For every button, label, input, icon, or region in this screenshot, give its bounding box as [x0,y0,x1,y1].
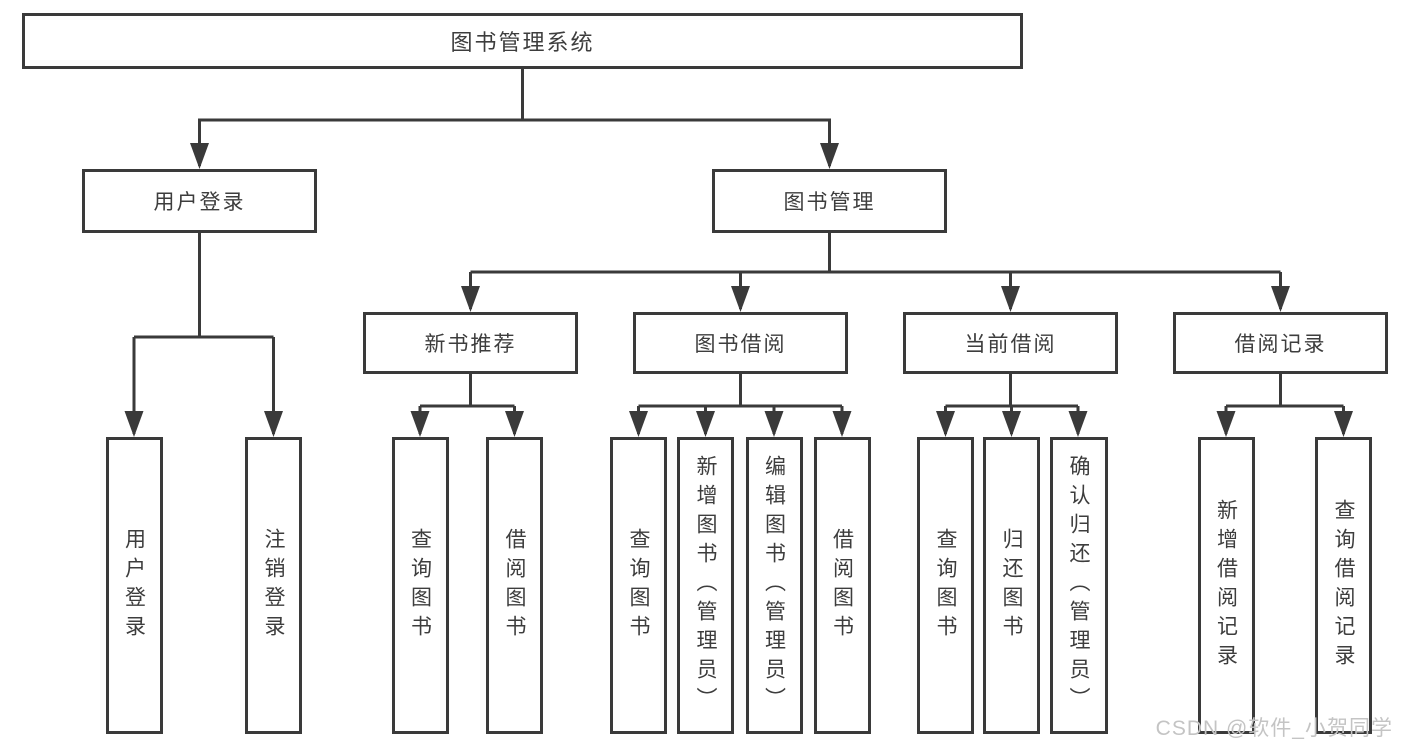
node-label: 查询图书 [408,527,432,644]
node-label: 用户登录 [153,191,246,214]
node-label: 确认归还（管理员） [1067,455,1090,716]
node-label: 图书管理 [783,191,876,214]
leaf-recommend-borrow-books: 借阅图书 [486,437,543,734]
node-label: 查询借阅记录 [1332,498,1355,673]
node-book-borrow: 图书借阅 [633,312,848,374]
node-library-management-system: 图书管理系统 [22,13,1023,69]
node-label: 图书借阅 [694,333,787,356]
leaf-query-borrow-record: 查询借阅记录 [1315,437,1372,734]
node-user-login: 用户登录 [82,169,317,233]
leaf-borrow-books: 借阅图书 [813,437,871,734]
leaf-current-query-books: 查询图书 [917,437,974,734]
node-label: 编辑图书（管理员） [762,455,786,716]
node-label: 查询图书 [627,527,650,644]
leaf-return-books: 归还图书 [983,437,1040,734]
node-label: 查询图书 [934,527,957,644]
node-label: 注销登录 [262,527,285,644]
node-label: 新增借阅记录 [1214,498,1238,673]
node-label: 图书管理系统 [450,30,595,55]
leaf-add-books-admin: 新增图书（管理员） [677,437,734,734]
leaf-user-login: 用户登录 [105,437,163,734]
leaf-borrow-query-books: 查询图书 [610,437,667,734]
leaf-logout: 注销登录 [245,437,302,734]
node-label: 新书推荐 [424,333,517,356]
node-new-book-recommend: 新书推荐 [363,312,578,374]
leaf-add-borrow-record: 新增借阅记录 [1197,437,1255,734]
node-label: 借阅图书 [830,527,854,644]
node-label: 当前借阅 [964,333,1057,356]
csdn-watermark: CSDN @软件_小贺同学 [1155,717,1393,740]
leaf-edit-books-admin: 编辑图书（管理员） [745,437,803,734]
node-current-borrow: 当前借阅 [903,312,1118,374]
node-label: 新增图书（管理员） [694,455,717,716]
leaf-recommend-query-books: 查询图书 [391,437,449,734]
node-book-management: 图书管理 [712,169,947,233]
node-borrow-records: 借阅记录 [1173,312,1388,374]
node-label: 借阅图书 [503,527,526,644]
arrowheads [124,143,1353,437]
node-label: 用户登录 [122,527,146,644]
node-label: 归还图书 [1000,527,1023,644]
node-label: 借阅记录 [1234,333,1327,356]
leaf-confirm-return-admin: 确认归还（管理员） [1049,437,1108,734]
